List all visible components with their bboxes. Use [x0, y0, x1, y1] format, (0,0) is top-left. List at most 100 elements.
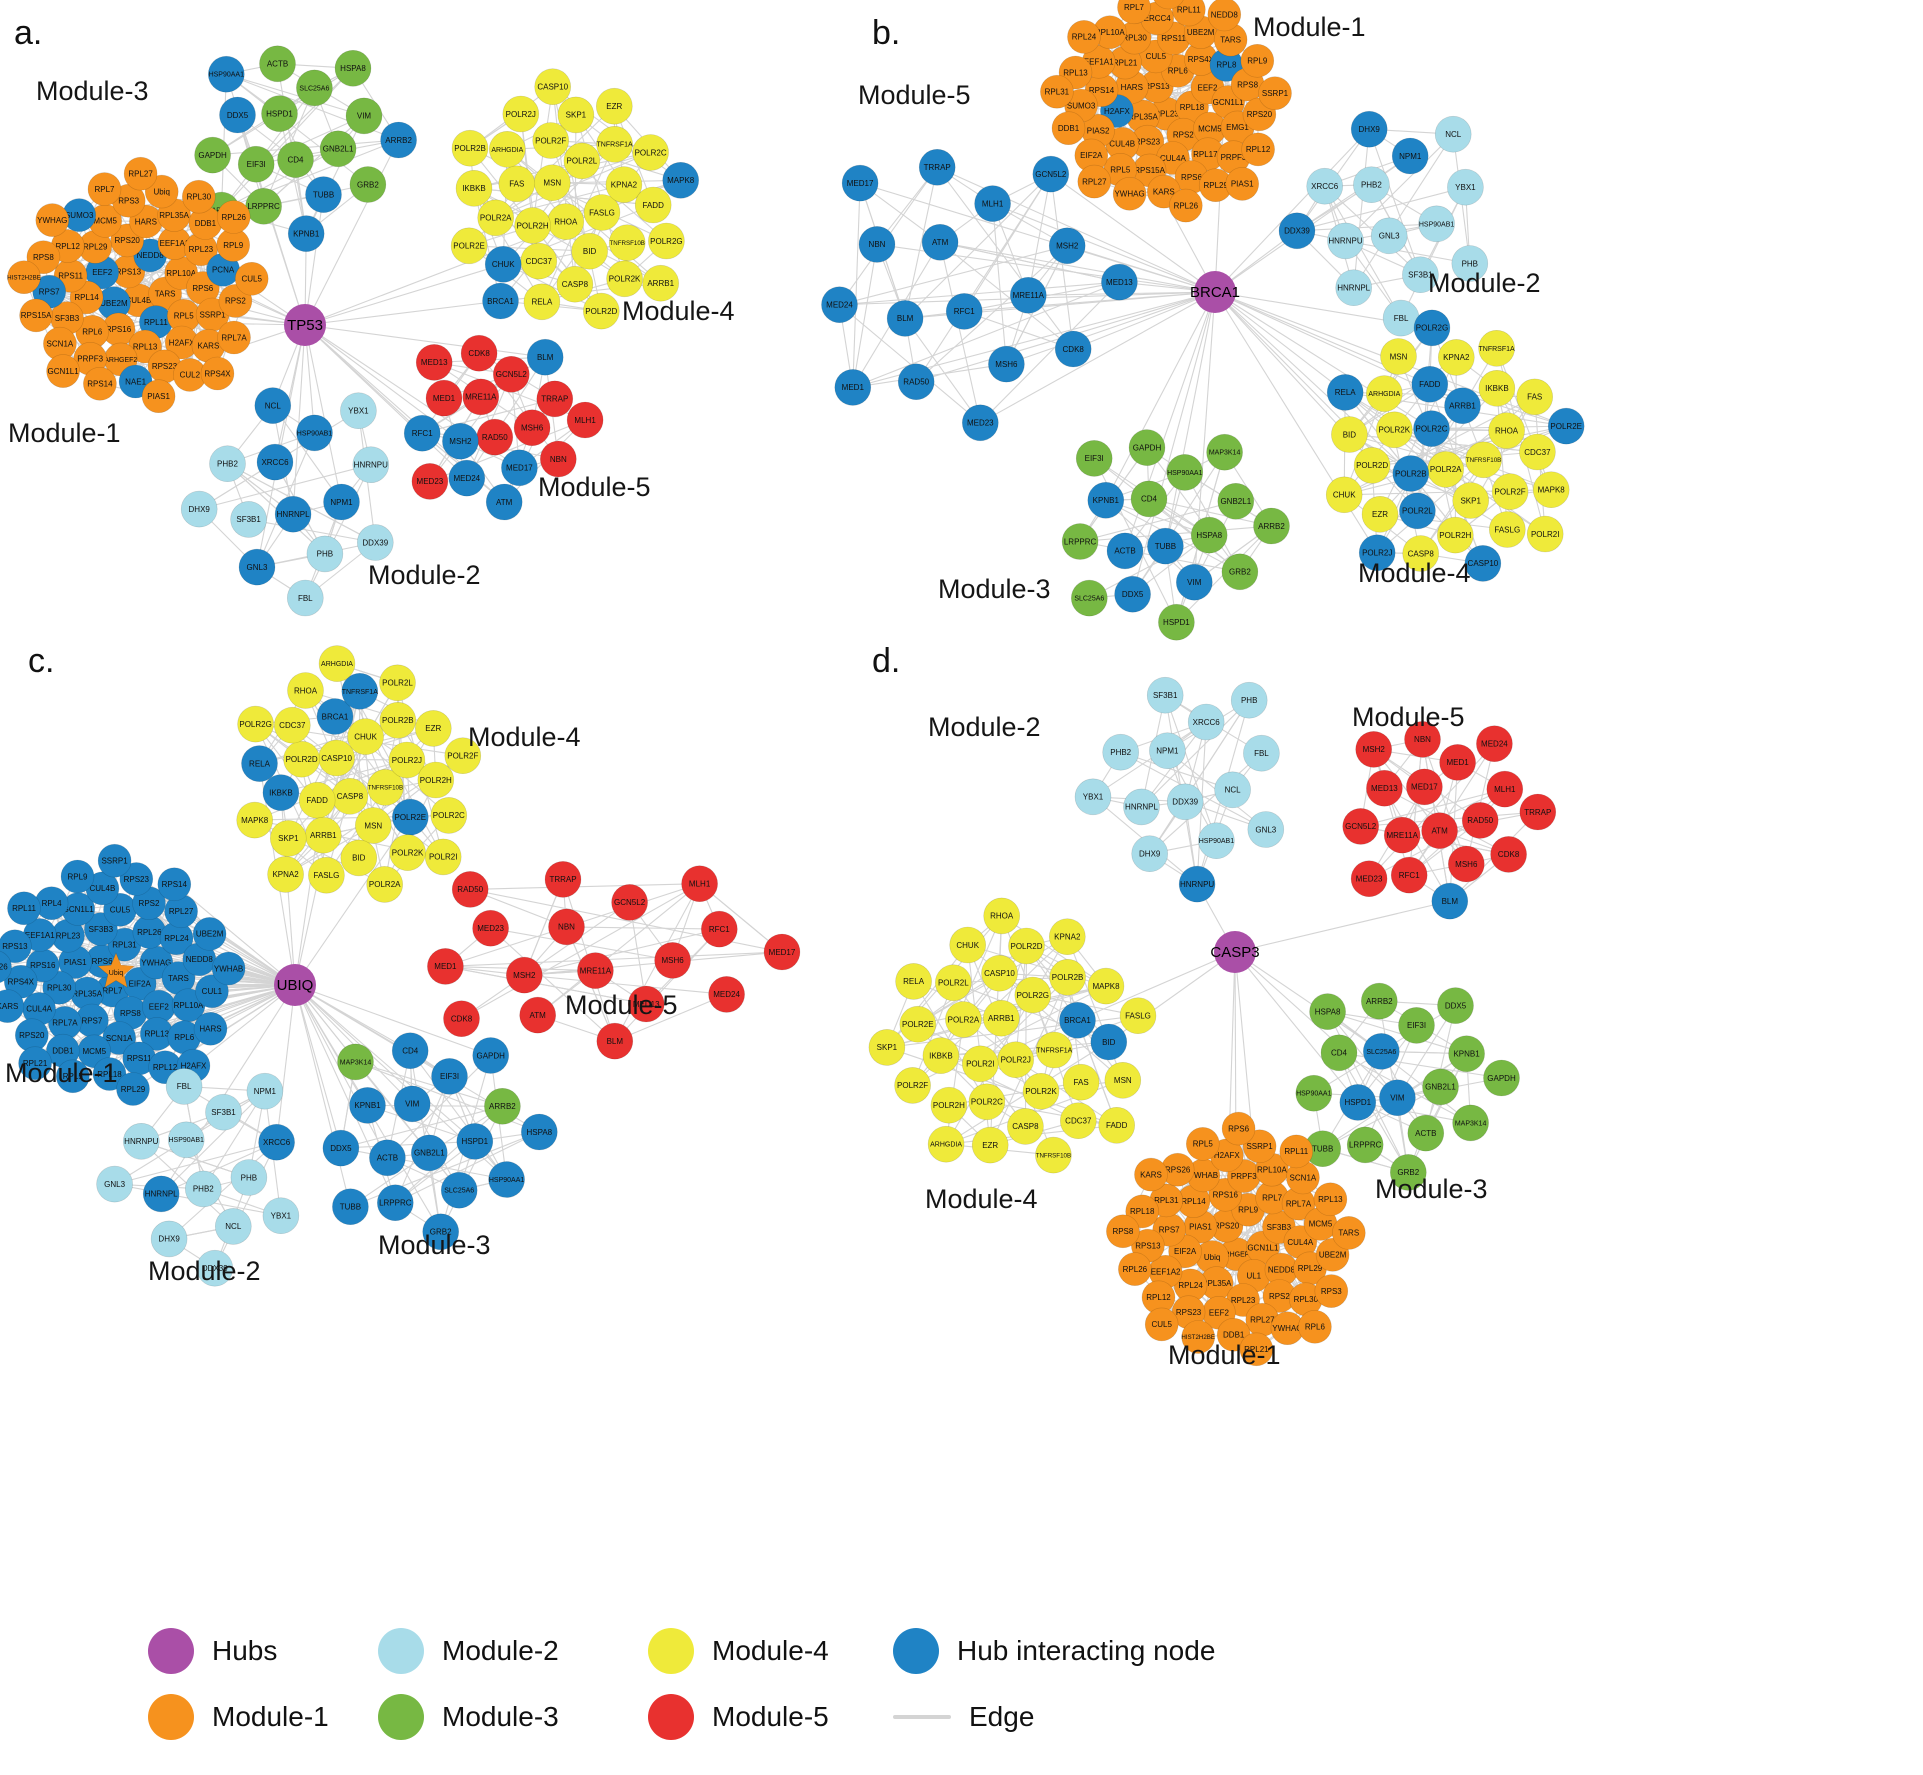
legend-label: Module-5 — [712, 1701, 829, 1732]
edge — [367, 1104, 475, 1142]
node-NCL — [215, 1208, 252, 1245]
node-ACTB — [1106, 532, 1144, 570]
node-ATM — [1421, 812, 1458, 849]
node-label: CD4 — [1331, 1049, 1348, 1058]
node-label: DDX5 — [1122, 590, 1144, 599]
edge — [886, 944, 969, 1048]
node-label: KPNB1 — [354, 1101, 381, 1110]
node-label: EIF2A — [1080, 151, 1103, 160]
node-label: POLR2E — [902, 1020, 934, 1029]
node-label: UBE2M — [196, 930, 224, 939]
node-POLR2F — [894, 1067, 931, 1104]
node-label: YBX1 — [1083, 793, 1104, 802]
edge — [1496, 388, 1552, 490]
node-GCN5L2 — [1032, 155, 1070, 193]
node-label: POLR2B — [382, 716, 414, 725]
node-label: DDB1 — [1223, 1331, 1245, 1340]
edge — [524, 951, 783, 976]
node-label: UBE2M — [1187, 28, 1215, 37]
node-IKBKB — [1478, 369, 1516, 407]
node-label: DDB1 — [1058, 124, 1080, 133]
node-RPL21 — [1239, 1332, 1274, 1367]
edge — [939, 241, 1120, 283]
node-label: UBE2M — [1319, 1251, 1347, 1260]
edge — [1149, 699, 1250, 854]
node-label: ATM — [1431, 826, 1448, 835]
node-label: RPL12 — [1246, 145, 1271, 154]
node-label: RPL13 — [133, 342, 158, 351]
node-KPNB1 — [287, 215, 325, 252]
node-label: GCN1L1 — [48, 367, 80, 376]
edge — [915, 245, 1068, 383]
node-NPM1 — [246, 1072, 284, 1110]
node-label: PIAS1 — [1231, 180, 1254, 189]
node-label: POLR2G — [1017, 991, 1049, 1000]
node-label: TNFRSF1A — [1036, 1047, 1073, 1054]
hub-edge — [304, 324, 546, 358]
node-label: BLM — [897, 314, 914, 323]
edge — [226, 73, 365, 117]
node-label: RPS2 — [1173, 131, 1194, 140]
node-GAPDH — [472, 1037, 510, 1074]
hub-edge — [1164, 291, 1216, 547]
node-label: HARS — [135, 217, 157, 226]
node-ACTB — [1407, 1114, 1445, 1152]
node-label: RPL21 — [23, 1059, 48, 1068]
node-label: TNFRSF10B — [1466, 457, 1501, 464]
edge — [1353, 133, 1454, 288]
node-HSP90AB1 — [167, 1121, 205, 1159]
node-label: YWHAG — [1272, 1324, 1302, 1333]
node-CDK8 — [460, 334, 498, 372]
edge — [461, 883, 700, 1020]
node-POLR2B — [1392, 455, 1430, 492]
node-label: KPNA2 — [272, 870, 299, 879]
node-TUBB — [305, 176, 342, 213]
node-FBL — [1243, 734, 1280, 772]
node-XRCC6 — [258, 1123, 295, 1161]
node-RPS26 — [0, 950, 12, 983]
node-label: CDK8 — [468, 349, 490, 358]
node-label: POLR2C — [1415, 424, 1447, 433]
node-LRPPRC — [376, 1184, 414, 1221]
node-label: DDB1 — [52, 1047, 74, 1056]
node-label: RPL9 — [1238, 1206, 1259, 1215]
node-GCN1L1 — [46, 354, 80, 388]
edge — [1322, 1086, 1441, 1150]
node-HIST2H2BE — [7, 260, 41, 295]
node-FADD — [298, 781, 336, 819]
node-label: BID — [1343, 430, 1357, 439]
node-label: MED23 — [417, 477, 444, 486]
node-PIAS1 — [141, 379, 176, 414]
node-RFC1 — [1390, 856, 1428, 894]
edge — [387, 1055, 492, 1159]
node-label: RPL13 — [1318, 1195, 1343, 1204]
node-label: RPS23 — [124, 875, 150, 884]
node-label: IKBKB — [269, 788, 293, 797]
node-label: FBL — [1254, 749, 1269, 758]
node-label: HSP90AB1 — [1199, 838, 1235, 845]
edge — [355, 1061, 503, 1107]
hub-label: TP53 — [287, 317, 323, 334]
node-label: RPS3 — [1321, 1287, 1342, 1296]
node-RPL12 — [1241, 132, 1275, 167]
edge — [904, 173, 1052, 319]
node-label: POLR2K — [609, 275, 641, 284]
node-label: POLR2D — [585, 307, 617, 316]
node-label: RPS15A — [21, 311, 52, 320]
node-CASP8 — [556, 265, 594, 303]
hub-edge — [1105, 291, 1216, 501]
node-EZR — [414, 710, 452, 747]
node-label: MED1 — [842, 383, 865, 392]
node-POLR2C — [430, 797, 468, 834]
node-label: MCM5 — [1198, 124, 1222, 133]
node-label: RPS20 — [1214, 1222, 1240, 1231]
node-NCL — [254, 387, 292, 424]
node-HSPA8 — [334, 50, 372, 87]
hub-edge — [294, 984, 351, 1207]
node-RPL7 — [87, 172, 122, 206]
node-label: SCN1A — [106, 1034, 133, 1043]
node-label: RPS20 — [1247, 110, 1273, 119]
node-RPS15A — [19, 298, 53, 333]
node-label: RPL23 — [56, 932, 81, 941]
node-YBX1 — [1074, 778, 1112, 816]
